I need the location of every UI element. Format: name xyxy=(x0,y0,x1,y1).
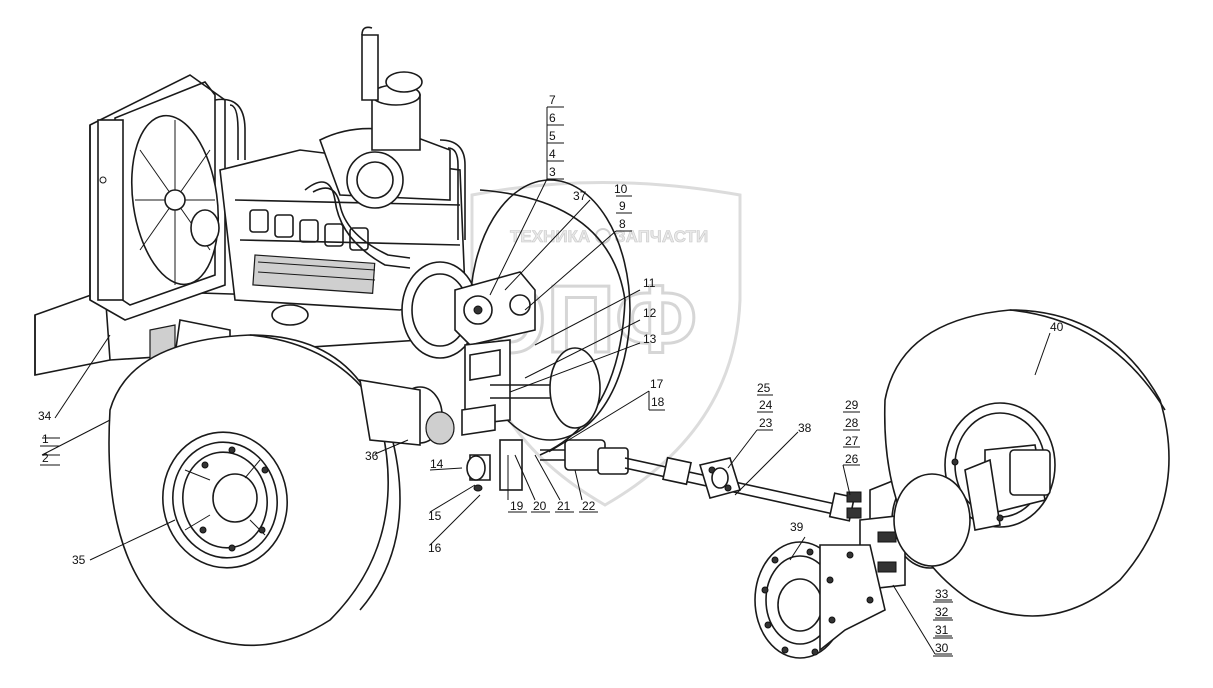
callout-underlines xyxy=(40,445,953,657)
callout-23: 23 xyxy=(759,416,773,430)
gearbox-assembly xyxy=(359,271,629,492)
callout-39: 39 xyxy=(790,520,804,534)
callout-18: 18 xyxy=(651,395,665,409)
engine-assembly xyxy=(34,26,631,456)
callout-17: 17 xyxy=(650,377,664,391)
callout-20: 20 xyxy=(533,499,547,513)
callout-2: 2 xyxy=(42,451,49,465)
callout-14: 14 xyxy=(430,457,444,471)
callout-25: 25 xyxy=(757,381,771,395)
callout-19: 19 xyxy=(510,499,524,513)
callout-10: 10 xyxy=(614,182,628,196)
gear-icon xyxy=(595,228,611,244)
callout-21: 21 xyxy=(557,499,571,513)
callout-8: 8 xyxy=(619,217,626,231)
callout-36: 36 xyxy=(365,449,379,463)
callout-11: 11 xyxy=(643,276,656,290)
callout-labels: 7 6 5 4 3 37 10 9 8 11 12 13 17 18 25 24… xyxy=(38,93,1064,655)
callout-16: 16 xyxy=(428,541,442,555)
propeller-shaft xyxy=(624,456,862,522)
callout-4: 4 xyxy=(549,147,556,161)
rear-axle xyxy=(754,309,1170,659)
callout-7: 7 xyxy=(549,93,556,107)
callout-24: 24 xyxy=(759,398,773,412)
callout-5: 5 xyxy=(549,129,556,143)
callout-13: 13 xyxy=(643,332,657,346)
callout-26: 26 xyxy=(845,452,859,466)
callout-35: 35 xyxy=(72,553,86,567)
callout-12: 12 xyxy=(643,306,657,320)
callout-22: 22 xyxy=(582,499,596,513)
callout-15: 15 xyxy=(428,509,442,523)
callout-28: 28 xyxy=(845,416,859,430)
callout-9: 9 xyxy=(619,199,626,213)
callout-29: 29 xyxy=(845,398,859,412)
callout-40: 40 xyxy=(1050,320,1064,334)
callout-34: 34 xyxy=(38,409,52,423)
leader-lines xyxy=(41,106,1051,655)
callout-33: 33 xyxy=(935,587,949,601)
callout-37: 37 xyxy=(573,189,587,203)
callout-38: 38 xyxy=(798,421,812,435)
callout-32: 32 xyxy=(935,605,949,619)
callout-31: 31 xyxy=(935,623,949,637)
callout-6: 6 xyxy=(549,111,556,125)
callout-27: 27 xyxy=(845,434,859,448)
watermark-text-2: ЗАПЧАСТИ xyxy=(615,227,708,246)
callout-1: 1 xyxy=(42,432,49,446)
watermark-text-1: ТЕХНИКА xyxy=(510,227,590,246)
left-wheel xyxy=(108,334,401,647)
callout-30: 30 xyxy=(935,641,949,655)
callout-3: 3 xyxy=(549,165,556,179)
